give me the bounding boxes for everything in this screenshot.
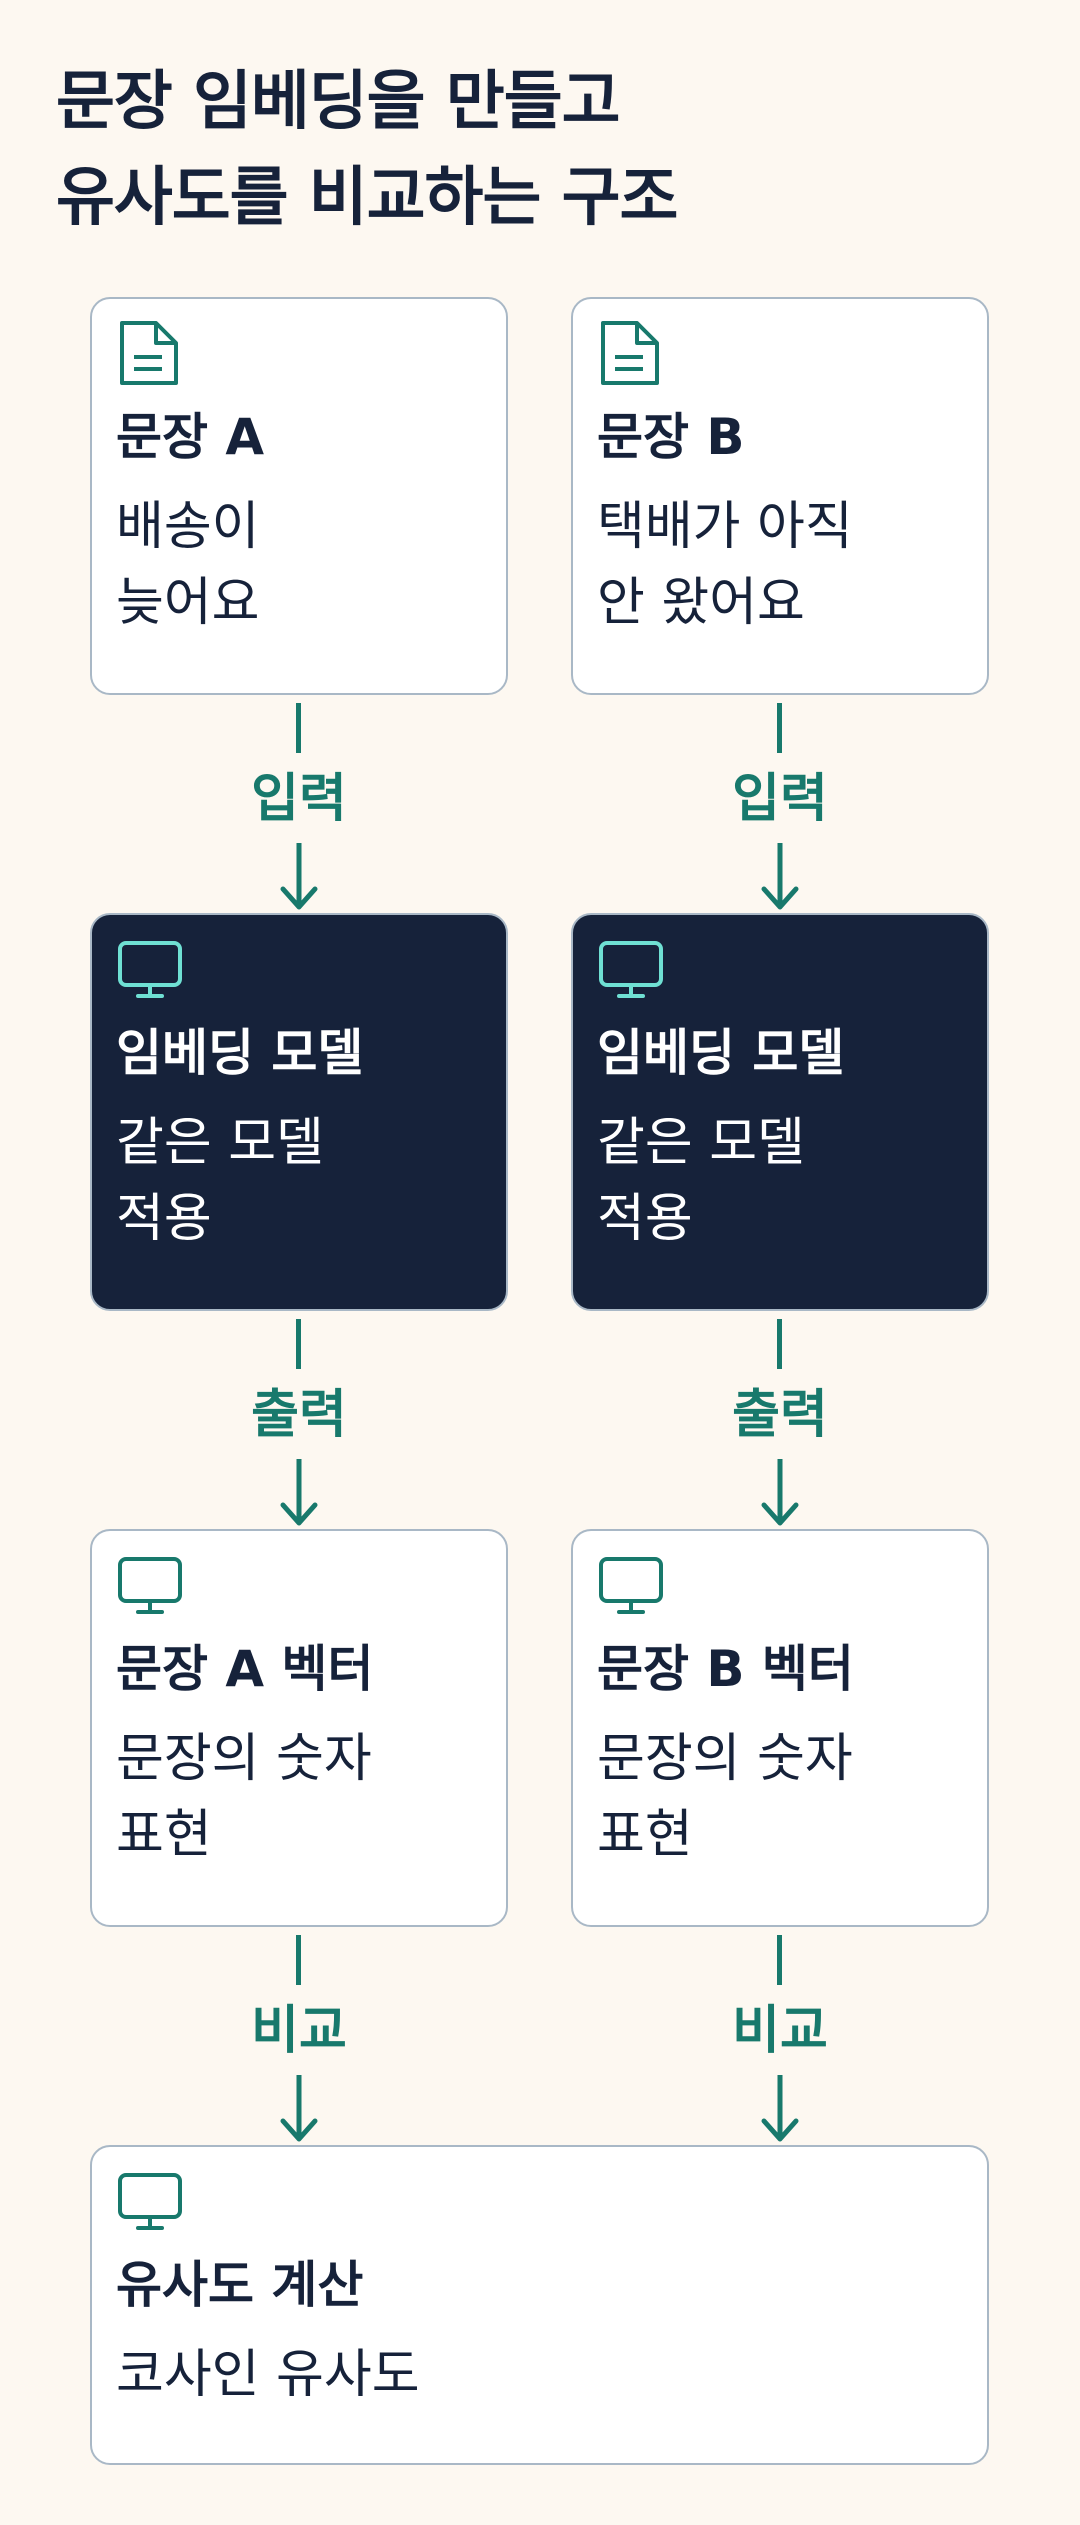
embedding-model-a-card: 임베딩 모델 같은 모델 적용 [90,913,508,1311]
input-label-b: 입력 [732,769,828,829]
sentence-b-card: 문장 B 택배가 아직 안 왔어요 [571,297,989,695]
embedding-model-b-title: 임베딩 모델 [597,1024,845,1082]
document-icon [120,321,178,385]
vector-a-title: 문장 A 벡터 [116,1640,374,1698]
connector-line [296,703,301,753]
monitor-icon [118,941,182,998]
arrow-down-icon [761,1459,799,1526]
arrow-down-icon [761,2075,799,2142]
connector-line [296,1319,301,1369]
vector-b-desc-line-1: 문장의 숫자 [597,1729,853,1789]
monitor-icon [599,1557,663,1614]
embedding-model-b-desc-line-2: 적용 [597,1189,693,1249]
sentence-a-card: 문장 A 배송이 늦어요 [90,297,508,695]
connector-line [296,1935,301,1985]
vector-a-desc-line-2: 표현 [116,1805,212,1865]
vector-b-desc-line-2: 표현 [597,1805,693,1865]
embedding-model-a-desc-line-2: 적용 [116,1189,212,1249]
vector-b-card: 문장 B 벡터 문장의 숫자 표현 [571,1529,989,1927]
embedding-model-b-card: 임베딩 모델 같은 모델 적용 [571,913,989,1311]
sentence-a-desc-line-2: 늦어요 [116,573,260,633]
connector-line [777,703,782,753]
arrow-down-icon [280,1459,318,1526]
title-line-2: 유사도를 비교하는 구조 [56,161,678,235]
embedding-model-b-desc-line-1: 같은 모델 [597,1113,805,1173]
monitor-icon [118,2173,182,2230]
output-connector-b: 출력 [680,1319,880,1527]
embedding-model-a-desc-line-1: 같은 모델 [116,1113,324,1173]
monitor-icon [599,941,663,998]
similarity-card: 유사도 계산 코사인 유사도 [90,2145,989,2465]
vector-b-desc: 문장의 숫자 표현 [597,1721,853,1873]
vector-b-title: 문장 B 벡터 [597,1640,854,1698]
compare-label-a: 비교 [251,2001,347,2061]
similarity-title: 유사도 계산 [116,2256,364,2314]
arrow-down-icon [761,843,799,910]
output-label-a: 출력 [251,1385,347,1445]
embedding-model-b-desc: 같은 모델 적용 [597,1105,805,1257]
monitor-icon [118,1557,182,1614]
sentence-b-desc: 택배가 아직 안 왔어요 [597,489,853,641]
title-line-1: 문장 임베딩을 만들고 [56,65,620,139]
arrow-down-icon [280,843,318,910]
compare-label-b: 비교 [732,2001,828,2061]
sentence-a-desc: 배송이 늦어요 [116,489,260,641]
output-label-b: 출력 [732,1385,828,1445]
vector-a-card: 문장 A 벡터 문장의 숫자 표현 [90,1529,508,1927]
similarity-desc: 코사인 유사도 [116,2337,420,2413]
embedding-model-a-title: 임베딩 모델 [116,1024,364,1082]
sentence-a-title: 문장 A [116,408,265,466]
vector-a-desc-line-1: 문장의 숫자 [116,1729,372,1789]
vector-a-desc: 문장의 숫자 표현 [116,1721,372,1873]
page-title: 문장 임베딩을 만들고 유사도를 비교하는 구조 [56,54,678,246]
compare-connector-b: 비교 [680,1935,880,2143]
input-connector-b: 입력 [680,703,880,911]
sentence-b-desc-line-1: 택배가 아직 [597,497,853,557]
connector-line [777,1319,782,1369]
input-label-a: 입력 [251,769,347,829]
sentence-b-title: 문장 B [597,408,745,466]
output-connector-a: 출력 [199,1319,399,1527]
arrow-down-icon [280,2075,318,2142]
embedding-model-a-desc: 같은 모델 적용 [116,1105,324,1257]
sentence-a-desc-line-1: 배송이 [116,497,260,557]
document-icon [601,321,659,385]
similarity-desc-line-1: 코사인 유사도 [116,2345,420,2405]
connector-line [777,1935,782,1985]
sentence-b-desc-line-2: 안 왔어요 [597,573,805,633]
input-connector-a: 입력 [199,703,399,911]
compare-connector-a: 비교 [199,1935,399,2143]
